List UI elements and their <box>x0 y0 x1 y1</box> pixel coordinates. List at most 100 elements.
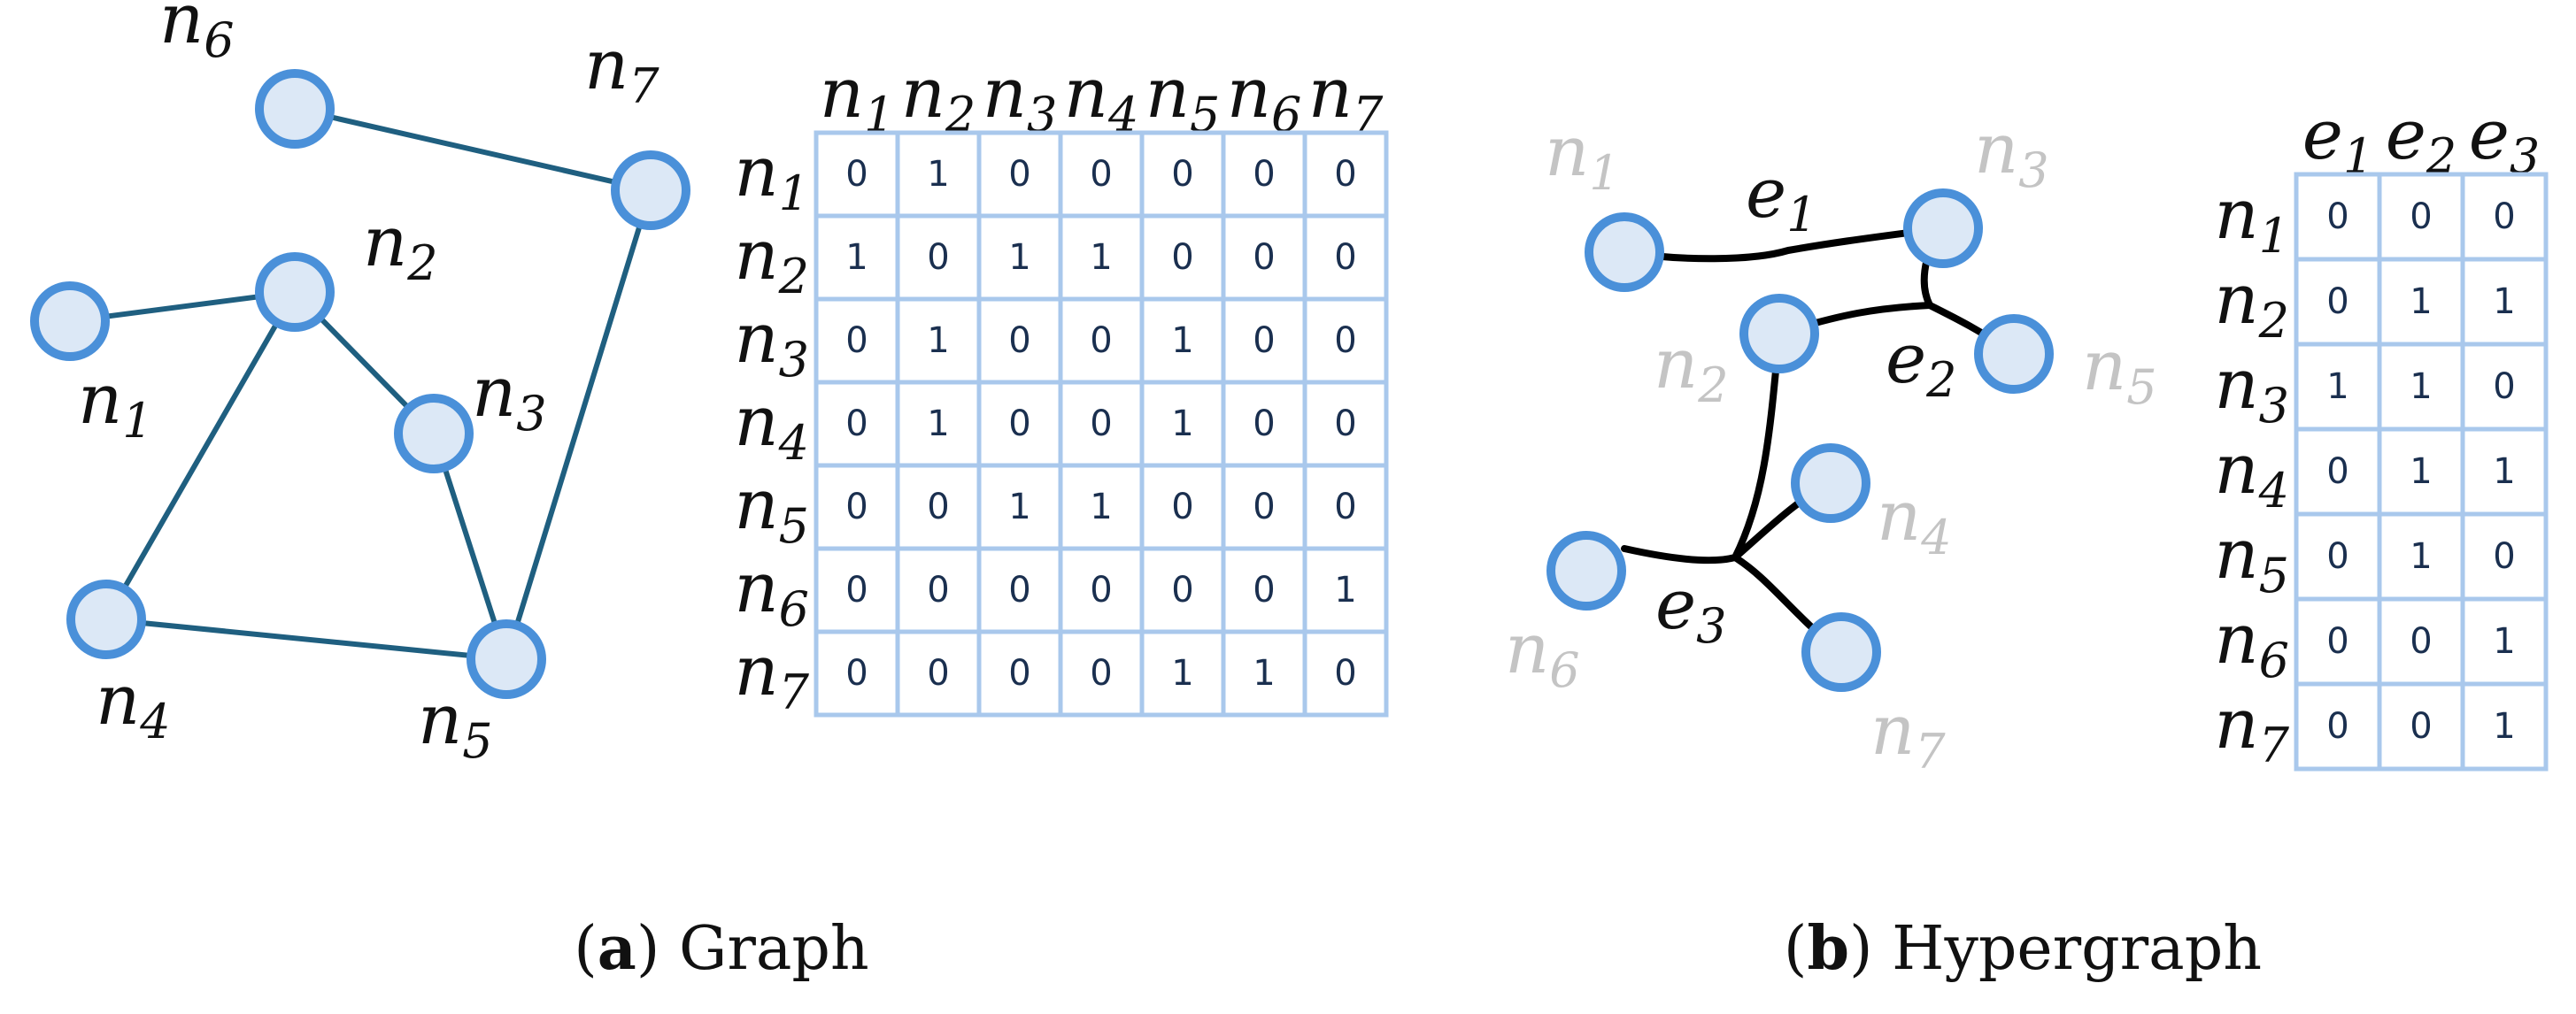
svg-text:0: 0 <box>2326 281 2348 322</box>
svg-text:0: 0 <box>845 570 868 611</box>
incidence-cell: 0 <box>2294 172 2382 262</box>
adjacency-cell: 0 <box>1302 629 1389 718</box>
adjacency-cell: 0 <box>895 213 982 302</box>
node-label-n2: n2 <box>363 203 438 291</box>
hnode-label-n4: n4 <box>1877 477 1952 565</box>
hnode-n4 <box>1791 443 1870 523</box>
adjacency-cell: 0 <box>1139 463 1226 551</box>
node-n3 <box>394 394 474 473</box>
adjacency-cell: 1 <box>1139 380 1226 468</box>
svg-text:1: 1 <box>1253 653 1275 694</box>
adjacency-cell: 0 <box>1302 213 1389 302</box>
svg-text:0: 0 <box>2326 196 2348 237</box>
hnode-label-n1: n1 <box>1545 112 1620 201</box>
incidence-cell: 0 <box>2294 596 2382 687</box>
hnode-label-n2: n2 <box>1654 325 1729 413</box>
caption-graph: (a) Graph <box>574 913 868 984</box>
adjacency-cell: 1 <box>1221 629 1307 718</box>
incidence-cell: 0 <box>2460 511 2549 602</box>
svg-text:1: 1 <box>2410 451 2432 492</box>
adjacency-cell: 1 <box>1139 629 1226 718</box>
svg-text:0: 0 <box>1090 320 1112 361</box>
svg-text:1: 1 <box>2493 706 2515 747</box>
adjacency-cell: 1 <box>895 296 982 385</box>
svg-text:0: 0 <box>845 320 868 361</box>
incidence-col-header-e2: e2 <box>2386 96 2457 184</box>
incidence-row-header-n7: n7 <box>2214 685 2289 773</box>
adjacency-cell: 1 <box>895 130 982 219</box>
adjacency-cell: 0 <box>976 546 1063 634</box>
svg-text:0: 0 <box>1334 653 1356 694</box>
adjacency-cell: 0 <box>1221 463 1307 551</box>
node-label-n6: n6 <box>159 0 235 68</box>
adjacency-cell: 0 <box>1139 213 1226 302</box>
hyperedge-e3 <box>1621 330 1845 656</box>
svg-text:0: 0 <box>1090 403 1112 444</box>
adjacency-cell: 0 <box>1139 546 1226 634</box>
hnode-n5 <box>1974 314 2054 394</box>
node-n6 <box>255 69 335 149</box>
adjacency-cell: 0 <box>976 130 1063 219</box>
adjacency-cell: 0 <box>814 296 900 385</box>
svg-text:0: 0 <box>927 237 949 278</box>
adjacency-cell: 1 <box>895 380 982 468</box>
svg-text:1: 1 <box>2326 366 2348 407</box>
svg-text:0: 0 <box>1334 403 1356 444</box>
svg-text:1: 1 <box>1171 653 1193 694</box>
svg-text:0: 0 <box>1334 154 1356 195</box>
adjacency-cell: 0 <box>1058 380 1145 468</box>
graph-edges <box>67 106 653 662</box>
node-label-n5: n5 <box>418 680 493 769</box>
incidence-cell: 1 <box>2460 257 2549 347</box>
adjacency-cell: 0 <box>1302 380 1389 468</box>
adjacency-col-header-n2: n2 <box>901 54 976 142</box>
incidence-cell: 0 <box>2294 511 2382 602</box>
node-label-n3: n3 <box>472 353 547 442</box>
svg-text:0: 0 <box>1008 653 1030 694</box>
hnode-n6 <box>1546 531 1626 611</box>
hnode-n1 <box>1585 212 1664 292</box>
svg-text:0: 0 <box>1253 487 1275 527</box>
svg-text:1: 1 <box>2493 281 2515 322</box>
adjacency-col-header-n4: n4 <box>1064 54 1139 142</box>
adjacency-col-header-n7: n7 <box>1308 54 1384 142</box>
adjacency-cell: 0 <box>1302 463 1389 551</box>
adjacency-cell: 0 <box>1058 546 1145 634</box>
adjacency-cell: 1 <box>1139 296 1226 385</box>
svg-text:1: 1 <box>1090 487 1112 527</box>
adjacency-row-header-n6: n6 <box>734 549 809 637</box>
adjacency-cell: 0 <box>1221 296 1307 385</box>
svg-text:0: 0 <box>845 487 868 527</box>
caption-hypergraph: (b) Hypergraph <box>1784 913 2262 984</box>
svg-text:0: 0 <box>2326 706 2348 747</box>
adjacency-cell: 0 <box>1302 130 1389 219</box>
svg-text:0: 0 <box>2410 621 2432 662</box>
hnode-n7 <box>1801 612 1881 692</box>
incidence-cell: 1 <box>2460 596 2549 687</box>
adjacency-row-header-n2: n2 <box>734 216 809 304</box>
incidence-cell: 1 <box>2460 681 2549 772</box>
node-label-n1: n1 <box>78 360 153 449</box>
svg-text:1: 1 <box>1171 320 1193 361</box>
incidence-col-header-e3: e3 <box>2469 96 2541 184</box>
node-label-n7: n7 <box>584 26 659 114</box>
adjacency-row-header-n4: n4 <box>734 382 809 471</box>
incidence-cell: 0 <box>2377 596 2465 687</box>
svg-text:0: 0 <box>1008 403 1030 444</box>
svg-text:0: 0 <box>1171 570 1193 611</box>
adjacency-col-header-n6: n6 <box>1227 54 1302 142</box>
incidence-cell: 0 <box>2460 342 2549 432</box>
svg-text:0: 0 <box>1334 487 1356 527</box>
edge-n4-n5 <box>104 617 509 662</box>
svg-text:0: 0 <box>1253 320 1275 361</box>
adjacency-cell: 0 <box>895 629 982 718</box>
adjacency-cell: 0 <box>1139 130 1226 219</box>
svg-text:1: 1 <box>2493 621 2515 662</box>
adjacency-cell: 0 <box>1058 296 1145 385</box>
